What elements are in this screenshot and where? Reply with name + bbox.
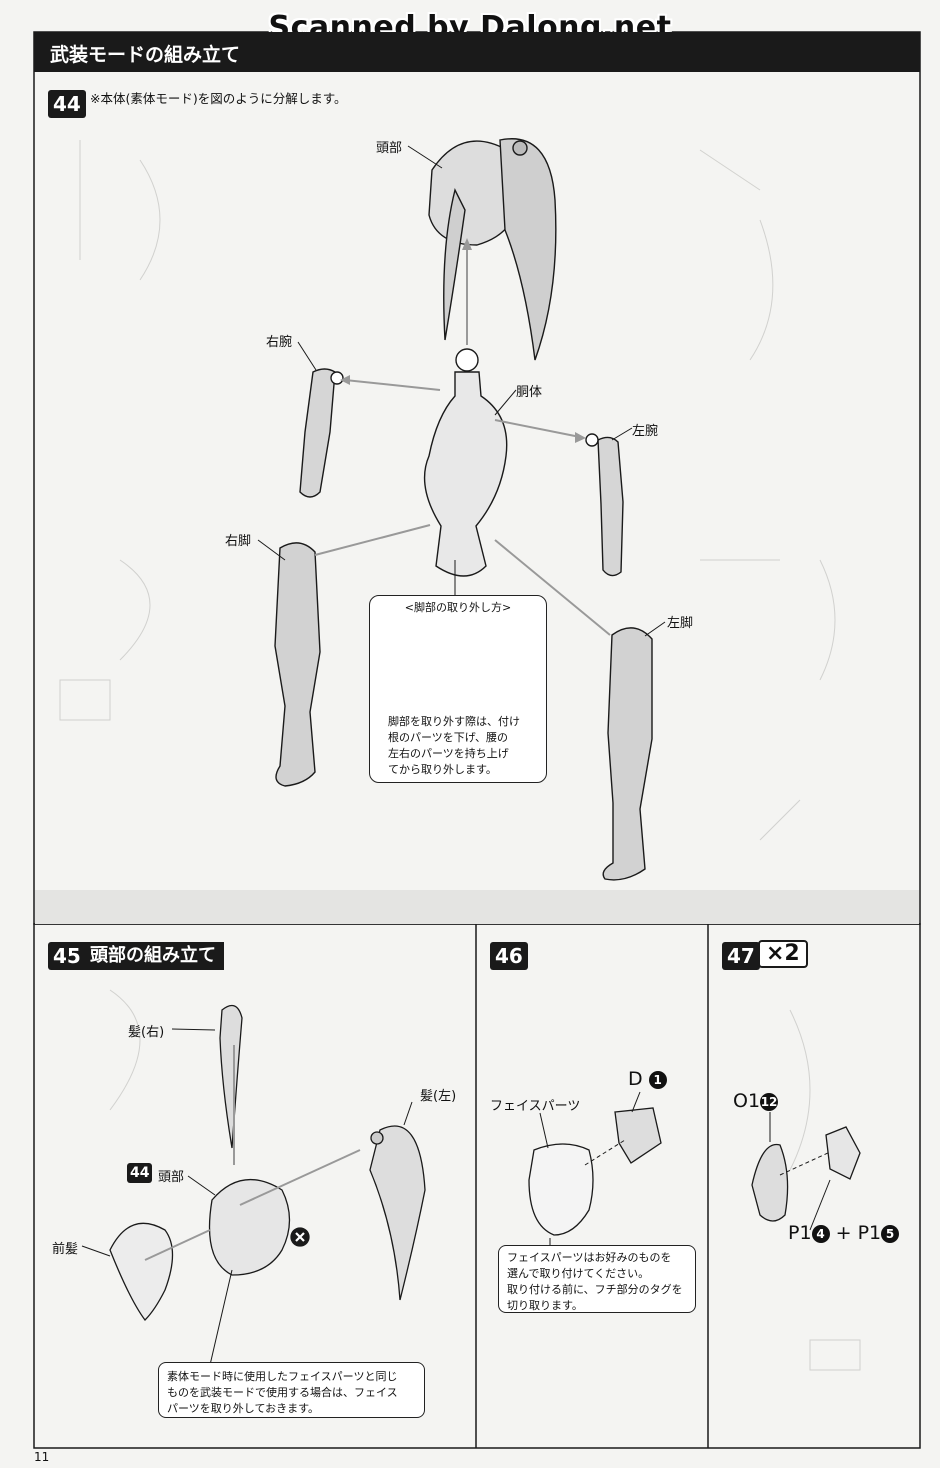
note-line: 取り付ける前に、フチ部分のタグを bbox=[507, 1283, 683, 1296]
label-part-d: D 1 bbox=[628, 1068, 667, 1090]
part-d-number-badge: 1 bbox=[648, 1070, 667, 1089]
step-44-instruction: ※本体(素体モード)を図のように分解します。 bbox=[90, 91, 347, 106]
callout-line: 根のパーツを下げ、腰の bbox=[388, 731, 509, 744]
note-line: 素体モード時に使用したフェイスパーツと同じ bbox=[167, 1370, 398, 1383]
callout-line: てから取り外します。 bbox=[388, 763, 497, 776]
step-47-multiplier: ×2 bbox=[758, 940, 808, 968]
label-hair-right: 髪(右) bbox=[128, 1025, 165, 1040]
label-right-arm: 右腕 bbox=[266, 335, 293, 350]
note-line: 切り取ります。 bbox=[507, 1299, 583, 1312]
plus-sign: + bbox=[835, 1222, 852, 1244]
note-line: ものを武装モードで使用する場合は、フェイス bbox=[167, 1386, 398, 1399]
ref-step-44-badge: 44 bbox=[127, 1163, 153, 1183]
body-figure bbox=[274, 138, 653, 881]
label-left-arm: 左腕 bbox=[632, 424, 659, 439]
step-45-number: 45 bbox=[48, 942, 86, 970]
note-line: 選んで取り付けてください。 bbox=[507, 1267, 650, 1280]
step-46-number: 46 bbox=[490, 942, 528, 970]
step-45-title: 頭部の組み立て bbox=[82, 942, 224, 970]
label-part-o: O112 bbox=[733, 1090, 779, 1112]
part-o-number-badge: 12 bbox=[760, 1092, 779, 1111]
section-title: 武装モードの組み立て bbox=[50, 44, 241, 66]
part-o-letter: O1 bbox=[733, 1090, 761, 1112]
label-torso: 胴体 bbox=[516, 385, 543, 400]
note-line: パーツを取り外しておきます。 bbox=[167, 1402, 320, 1415]
label-head: 頭部 bbox=[376, 141, 403, 156]
part-p-a-letter: P1 bbox=[788, 1222, 812, 1244]
step-44-number: 44 bbox=[48, 90, 86, 118]
label-left-leg: 左脚 bbox=[667, 616, 694, 631]
leg-removal-callout: <脚部の取り外し方> 脚部を取り外す際は、付け 根のパーツを下げ、腰の 左右のパ… bbox=[369, 595, 547, 783]
part-p-a-number-badge: 4 bbox=[811, 1224, 830, 1243]
step-45-note: 素体モード時に使用したフェイスパーツと同じ ものを武装モードで使用する場合は、フ… bbox=[158, 1362, 425, 1418]
step-46-note: フェイスパーツはお好みのものを 選んで取り付けてください。 取り付ける前に、フチ… bbox=[498, 1245, 696, 1313]
part-p-b-number-badge: 5 bbox=[881, 1224, 900, 1243]
label-right-leg: 右脚 bbox=[225, 534, 252, 549]
label-head-45: 頭部 bbox=[158, 1170, 185, 1185]
label-face-parts: フェイスパーツ bbox=[490, 1099, 581, 1114]
part-p-b-letter: P1 bbox=[857, 1222, 882, 1244]
step-47-number: 47 bbox=[722, 942, 760, 970]
label-hair-left: 髪(左) bbox=[420, 1089, 457, 1104]
page-number: 11 bbox=[34, 1450, 50, 1464]
callout-line: 左右のパーツを持ち上げ bbox=[388, 747, 509, 760]
callout-title: <脚部の取り外し方> bbox=[404, 601, 512, 614]
part-d-letter: D bbox=[628, 1068, 643, 1090]
section-header-bar bbox=[34, 32, 920, 72]
callout-line: 脚部を取り外す際は、付け bbox=[388, 715, 520, 728]
label-bangs: 前髪 bbox=[52, 1242, 79, 1257]
note-line: フェイスパーツはお好みのものを bbox=[507, 1251, 672, 1264]
